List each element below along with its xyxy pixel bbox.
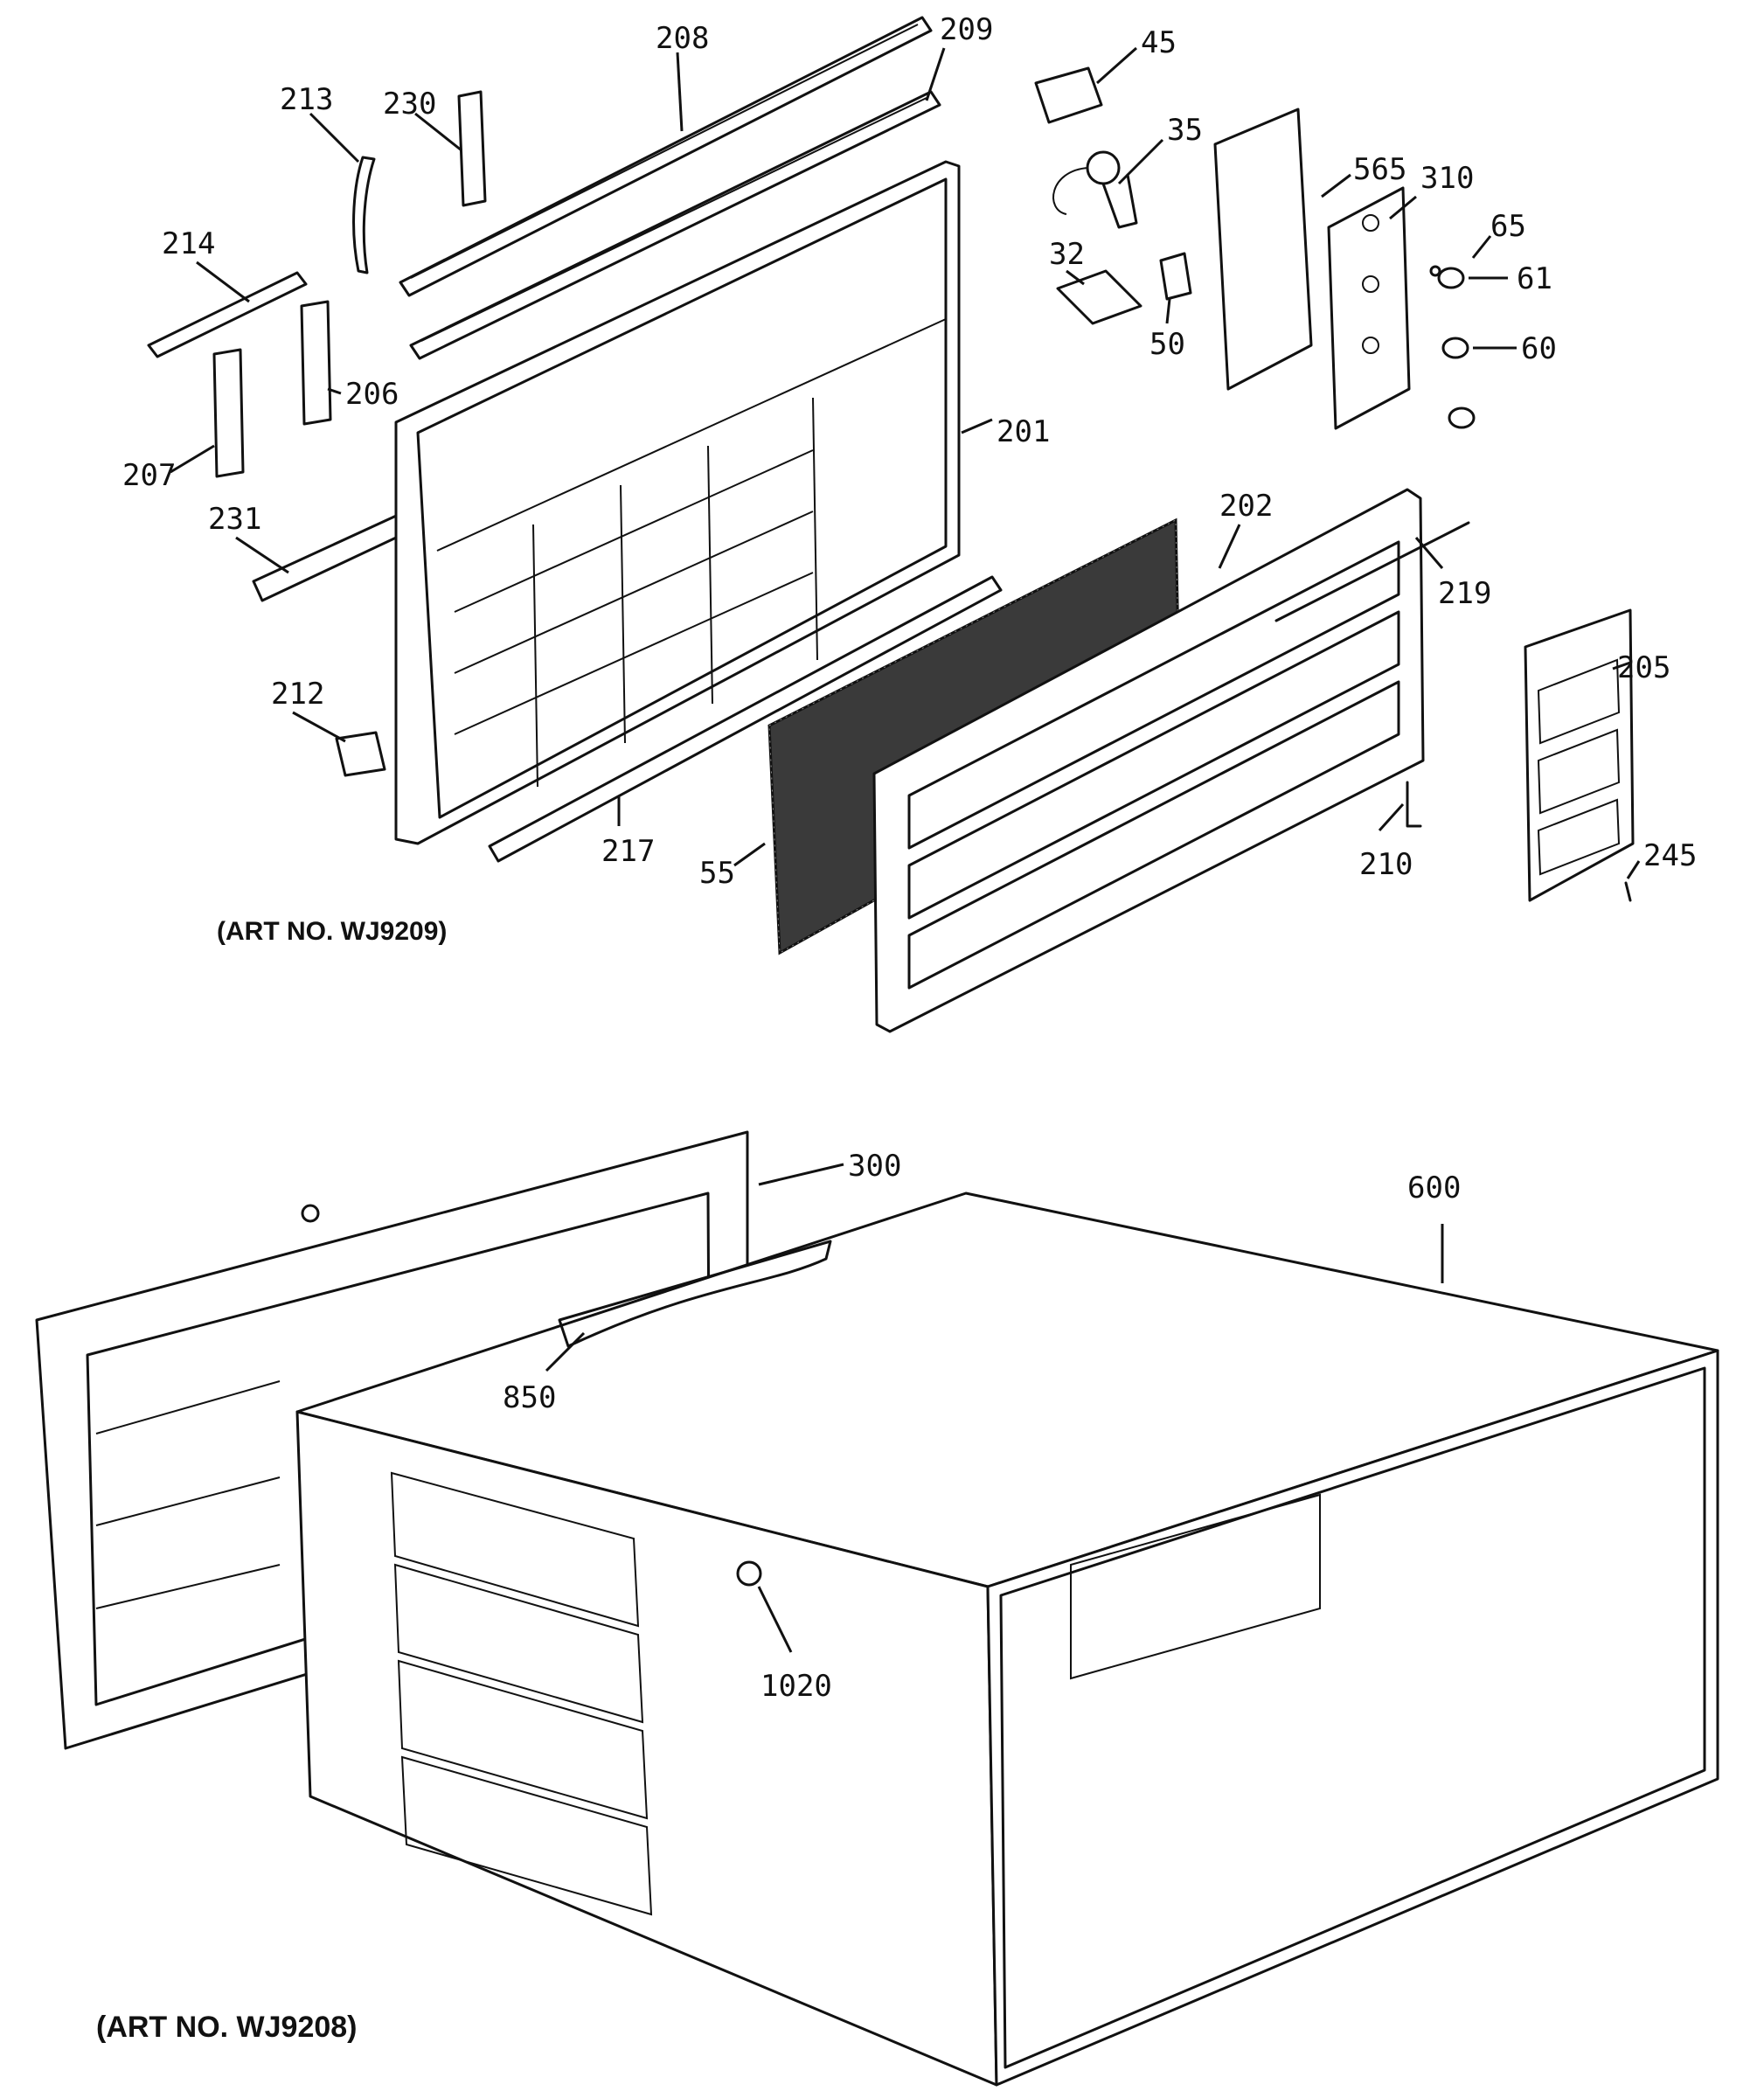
- part-214-strip: [147, 271, 308, 358]
- top-callouts: 208 209 45 213 230 35 565 310 65 214 32 …: [122, 12, 1697, 891]
- callout-217: 217: [601, 834, 655, 869]
- caption-bottom: (ART NO. WJ9208): [96, 2011, 358, 2044]
- part-210-pin: [1406, 781, 1422, 828]
- callout-850: 850: [503, 1380, 556, 1415]
- part-206-bracket: [300, 300, 332, 426]
- callout-212: 212: [271, 677, 324, 712]
- callout-300: 300: [848, 1149, 901, 1184]
- bottom-callouts: 300 600 850 1020: [503, 1149, 1461, 1704]
- part-202-grille: [872, 488, 1425, 1033]
- part-208-rail: [399, 16, 933, 297]
- part-213-clip: [352, 156, 376, 274]
- part-205-side-panel: [1524, 608, 1635, 902]
- callout-205: 205: [1617, 650, 1670, 685]
- callout-50: 50: [1149, 327, 1185, 362]
- part-knob: [1448, 406, 1476, 429]
- callout-208: 208: [656, 21, 709, 56]
- callout-32: 32: [1049, 237, 1085, 272]
- callout-45: 45: [1141, 25, 1177, 60]
- callout-202: 202: [1219, 489, 1273, 524]
- callout-565: 565: [1353, 152, 1406, 187]
- callout-230: 230: [383, 87, 436, 122]
- part-209-rail: [409, 90, 941, 360]
- part-219-rod: [1274, 521, 1470, 622]
- callout-600: 600: [1407, 1171, 1461, 1205]
- part-850-seal: [558, 1240, 832, 1348]
- part-50-terminal: [1159, 252, 1192, 301]
- callout-245: 245: [1643, 838, 1697, 873]
- part-35-thermostat: [1052, 150, 1138, 229]
- callout-231: 231: [208, 502, 261, 537]
- top-leader-lines: [170, 46, 1641, 879]
- callout-213: 213: [280, 82, 333, 117]
- part-45-switch: [1034, 66, 1103, 124]
- callout-210: 210: [1359, 847, 1413, 882]
- part-1020-plug: [736, 1560, 762, 1587]
- part-310-faceplate: [1327, 186, 1411, 430]
- part-565-control-box: [1213, 108, 1313, 391]
- callout-1020: 1020: [760, 1669, 832, 1704]
- callout-219: 219: [1438, 576, 1491, 611]
- callout-207: 207: [122, 458, 176, 493]
- callout-61: 61: [1517, 261, 1552, 296]
- callout-201: 201: [997, 414, 1050, 449]
- callout-214: 214: [162, 226, 215, 261]
- callout-310: 310: [1420, 161, 1474, 196]
- part-32-switch: [1056, 269, 1142, 325]
- callout-206: 206: [345, 377, 399, 412]
- caption-top: (ART NO. WJ9209): [217, 917, 447, 946]
- part-screw: [301, 1204, 320, 1223]
- callout-60: 60: [1521, 331, 1557, 366]
- bottom-leader-lines: [545, 1163, 1444, 1653]
- part-60-knob: [1441, 337, 1469, 359]
- part-212-clip: [335, 731, 386, 777]
- callout-209: 209: [940, 12, 993, 47]
- part-65-screw: [1429, 265, 1441, 277]
- callout-35: 35: [1167, 113, 1203, 148]
- callout-65: 65: [1490, 209, 1526, 244]
- top-assembly: 208 209 45 213 230 35 565 310 65 214 32 …: [122, 12, 1697, 1033]
- part-245-pin: [1624, 881, 1632, 902]
- bottom-assembly: 300 600 850 1020 (ART NO. WJ9208): [35, 1130, 1719, 2087]
- part-201-front-frame: [394, 160, 961, 845]
- part-207-bracket: [212, 348, 245, 478]
- part-217-strip: [488, 575, 1003, 863]
- part-230-bracket: [457, 90, 487, 207]
- part-61-knob: [1437, 267, 1465, 289]
- callout-55: 55: [699, 856, 735, 891]
